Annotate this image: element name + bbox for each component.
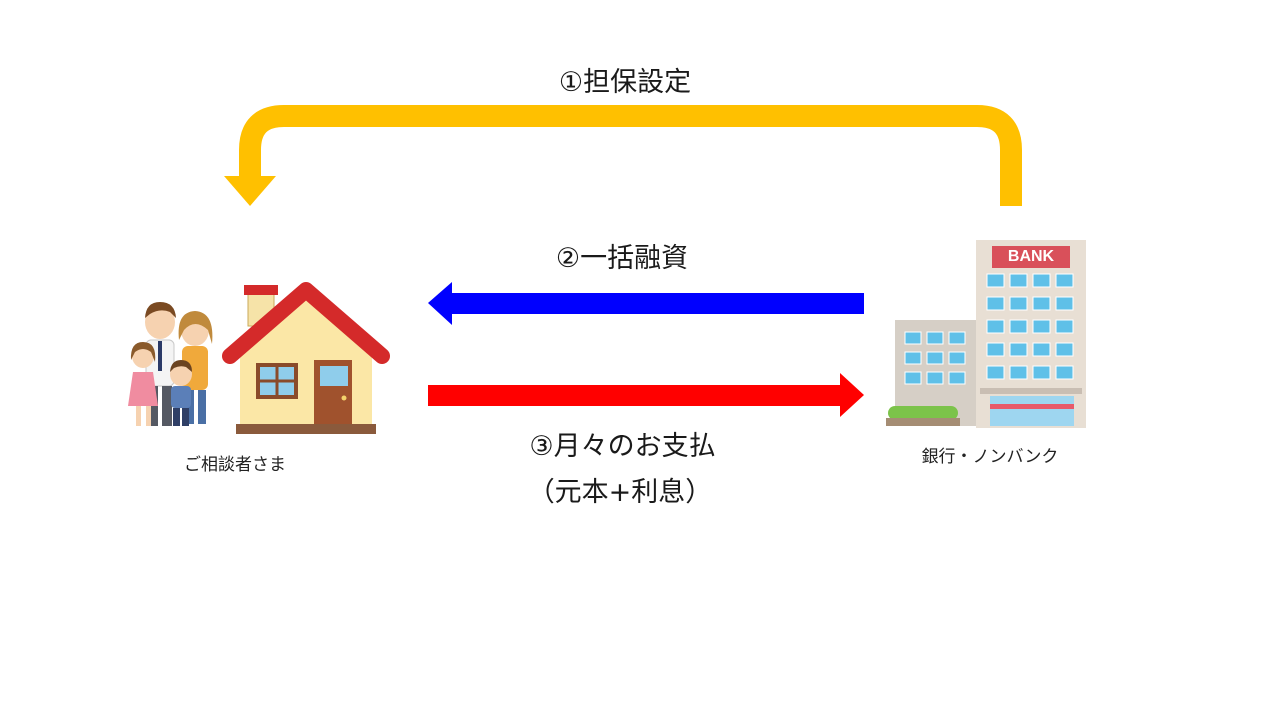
- bank-window: [1055, 365, 1074, 380]
- bank-window: [1032, 273, 1051, 288]
- bank-window: [1055, 273, 1074, 288]
- collateral-arrow-head: [224, 176, 276, 206]
- customer-label: ご相談者さま: [184, 455, 286, 475]
- house-illustration: [222, 282, 390, 434]
- bank-window: [948, 371, 966, 385]
- bank-window: [1009, 365, 1028, 380]
- bank-building-illustration: [886, 240, 1086, 428]
- bank-window: [1055, 319, 1074, 334]
- bank-window: [1032, 365, 1051, 380]
- collateral-arrow: [239, 105, 1022, 206]
- bank-window: [986, 342, 1005, 357]
- bank-window: [1032, 296, 1051, 311]
- bank-window: [1009, 273, 1028, 288]
- bank-sign-text: BANK: [1007, 248, 1055, 265]
- loan-step-label: ②一括融資: [555, 243, 689, 274]
- bank-window: [1009, 319, 1028, 334]
- loan-arrow-head: [428, 282, 452, 325]
- family-illustration: [128, 302, 213, 426]
- loan-arrow: [450, 293, 864, 314]
- bank-window: [1032, 319, 1051, 334]
- bank-window: [948, 331, 966, 345]
- bank-window: [986, 296, 1005, 311]
- collateral-step-label: ①担保設定: [558, 67, 692, 98]
- bank-window: [986, 319, 1005, 334]
- repayment-arrow-head: [840, 373, 864, 417]
- bank-window: [904, 331, 922, 345]
- bank-window: [948, 351, 966, 365]
- bank-window: [1055, 342, 1074, 357]
- bank-window: [986, 273, 1005, 288]
- repayment-arrow: [428, 385, 844, 406]
- bank-window: [926, 351, 944, 365]
- bank-window: [926, 371, 944, 385]
- bank-window: [1009, 342, 1028, 357]
- bank-window: [1009, 296, 1028, 311]
- bank-window: [904, 371, 922, 385]
- repayment-step-detail: （元本+利息）: [527, 477, 713, 508]
- repayment-step-label: ③月々のお支払: [529, 431, 716, 462]
- bank-window: [986, 365, 1005, 380]
- bank-label: 銀行・ノンバンク: [921, 447, 1059, 467]
- bank-window: [926, 331, 944, 345]
- bank-window: [904, 351, 922, 365]
- bank-window: [1055, 296, 1074, 311]
- bank-window: [1032, 342, 1051, 357]
